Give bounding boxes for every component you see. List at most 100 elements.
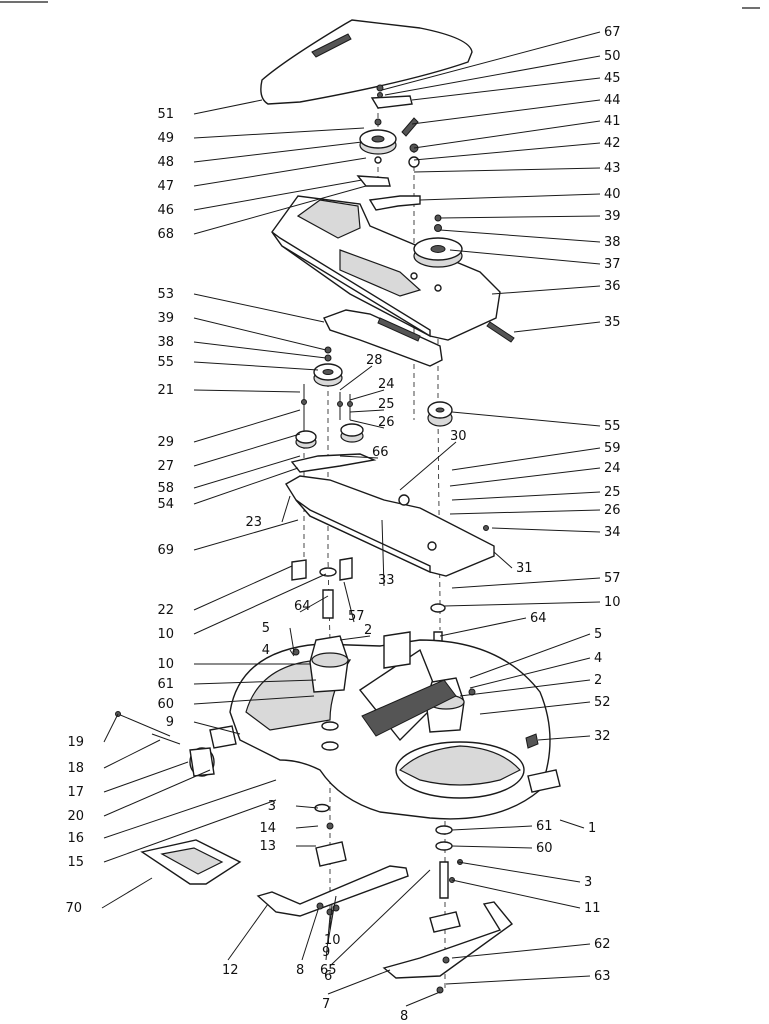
callout-label: 53	[157, 287, 174, 302]
callout-6: 6	[324, 869, 431, 984]
callout-leader-line	[419, 193, 601, 201]
callout-38: 38	[439, 229, 621, 250]
callout-leader-line	[103, 713, 119, 743]
callout-leader-line	[301, 909, 319, 961]
callout-leader-line	[439, 229, 601, 243]
callout-label: 1	[588, 821, 596, 836]
idler-arm-icon-2	[290, 453, 377, 473]
callout-leader-line	[295, 805, 319, 809]
callout-32: 32	[537, 729, 611, 744]
callout-31: 31	[493, 551, 533, 576]
callout-22: 22	[157, 565, 293, 618]
callout-label: 24	[604, 461, 621, 476]
callout-label: 19	[67, 735, 84, 750]
callout-label: 16	[67, 831, 84, 846]
callout-leader-line	[193, 565, 293, 611]
callout-69: 69	[157, 519, 299, 558]
callout-20: 20	[67, 769, 211, 824]
callout-14: 14	[259, 821, 319, 836]
callout-17: 17	[67, 761, 189, 800]
callout-leader-line	[479, 701, 591, 715]
callout-43: 43	[413, 161, 621, 176]
callout-label: 28	[366, 353, 383, 368]
spacer-bracket-icon	[291, 557, 353, 581]
pulley-left-icon	[313, 346, 343, 387]
callout-28: 28	[339, 353, 383, 391]
callout-label: 52	[594, 695, 611, 710]
callout-leader-line	[451, 943, 591, 959]
callout-leader-line	[193, 157, 367, 187]
callout-11: 11	[451, 879, 601, 916]
callout-leader-line	[193, 293, 325, 323]
callout-64: 64	[294, 595, 329, 614]
callout-label: 51	[157, 107, 174, 122]
callout-leader-line	[193, 695, 315, 705]
callout-leader-line	[193, 185, 367, 235]
callout-12: 12	[222, 903, 269, 978]
callout-label: 14	[259, 821, 276, 836]
callout-13: 13	[259, 839, 316, 854]
callout-57: 57	[343, 581, 365, 624]
callout-label: 59	[604, 441, 621, 456]
callout-label: 49	[157, 131, 174, 146]
callout-label: 26	[604, 503, 621, 518]
callout-leader-line	[343, 581, 355, 623]
callout-label: 57	[348, 609, 365, 624]
callout-label: 41	[604, 114, 621, 129]
callout-label: 24	[378, 377, 395, 392]
callout-leader-line	[101, 877, 153, 909]
callout-leader-line	[381, 519, 385, 587]
callout-70: 70	[65, 877, 153, 916]
callout-36: 36	[491, 279, 621, 295]
callout-leader-line	[349, 419, 385, 429]
blade-left-icon	[256, 841, 409, 917]
callout-leader-line	[413, 142, 601, 161]
callout-label: 63	[594, 969, 611, 984]
callout-label: 57	[604, 571, 621, 586]
callout-label: 64	[530, 611, 547, 626]
callout-label: 2	[364, 623, 372, 638]
callout-label: 9	[322, 945, 330, 960]
callout-60: 60	[451, 841, 553, 856]
callout-55: 55	[157, 355, 319, 371]
callout-24: 24	[349, 377, 395, 401]
pulley-right-icon	[427, 401, 453, 427]
callout-label: 31	[516, 561, 533, 576]
callout-10: 10	[443, 595, 621, 610]
callout-label: 55	[604, 419, 621, 434]
callout-label: 4	[594, 651, 602, 666]
callout-label: 36	[604, 279, 621, 294]
callout-leader-line	[451, 411, 601, 427]
callout-58: 58	[157, 455, 301, 496]
callout-leader-line	[469, 633, 591, 679]
callout-25: 25	[451, 485, 621, 501]
callout-label: 60	[536, 841, 553, 856]
callout-45: 45	[411, 71, 621, 101]
callout-42: 42	[413, 136, 621, 161]
callout-27: 27	[157, 433, 301, 474]
callout-label: 35	[604, 315, 621, 330]
callout-leader-line	[411, 77, 601, 101]
callout-leader-line	[325, 915, 331, 961]
callout-label: 25	[378, 397, 395, 412]
callout-label: 3	[268, 799, 276, 814]
callout-leader-line	[329, 869, 431, 967]
callout-label: 15	[67, 855, 84, 870]
callout-leader-line	[439, 215, 601, 219]
callout-60: 60	[157, 695, 315, 712]
callout-leader-line	[384, 55, 601, 96]
callout-leader-line	[443, 601, 601, 607]
callout-label: 65	[320, 963, 337, 978]
callout-46: 46	[157, 179, 363, 218]
callout-1: 1	[559, 819, 596, 836]
top-plate-icon	[271, 195, 501, 341]
callout-54: 54	[157, 467, 299, 512]
callout-leader-line	[193, 317, 327, 351]
callout-label: 69	[157, 543, 174, 558]
callout-leader-line	[193, 721, 241, 735]
callout-67: 67	[381, 25, 621, 91]
callout-19: 19	[67, 713, 119, 750]
callout-30: 30	[399, 429, 467, 491]
callout-39: 39	[439, 209, 621, 224]
callout-leader-line	[349, 389, 385, 401]
